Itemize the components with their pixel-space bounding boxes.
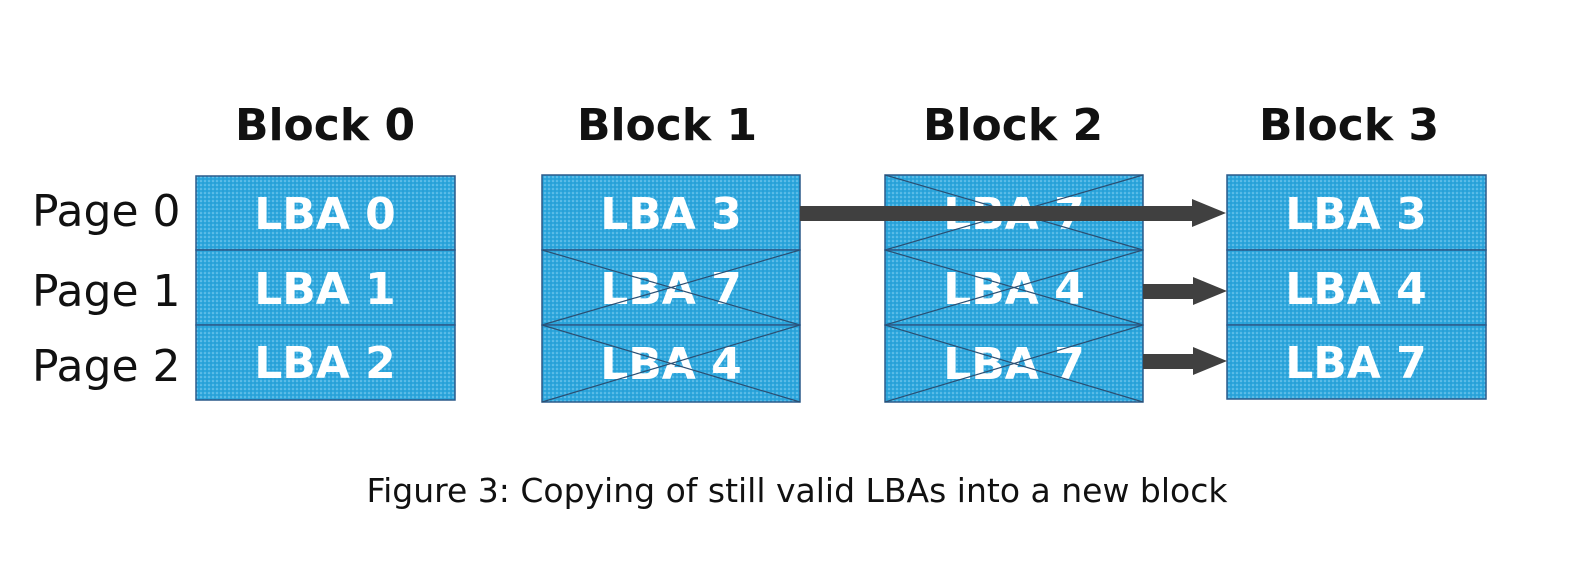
block-title-2: Block 2 (923, 100, 1103, 151)
block-3-page-1-label: LBA 4 (1285, 264, 1427, 315)
block-3-page-2-cell: LBA 7 (1226, 324, 1487, 400)
block-1-page-1-cell-invalid: LBA 7 (541, 249, 801, 326)
block-2-page-1-label: LBA 4 (943, 264, 1085, 315)
block-1-page-0-cell: LBA 3 (541, 174, 801, 251)
block-0-page-0-cell: LBA 0 (195, 175, 456, 251)
block-0-page-2-cell: LBA 2 (195, 324, 456, 401)
block-title-3: Block 3 (1259, 100, 1439, 151)
block-1-page-1-cross-b (541, 249, 801, 326)
block-1: LBA 3 LBA 7 LBA 4 (541, 174, 801, 403)
copy-arrow-lba7 (1143, 347, 1227, 375)
block-3-page-2-label: LBA 7 (1285, 338, 1427, 389)
page-label-2: Page 2 (32, 341, 181, 392)
copy-arrow-lba3 (800, 199, 1226, 227)
block-2-page-2-cell-invalid: LBA 7 (884, 324, 1144, 403)
block-2-page-2-cross-b (884, 324, 1144, 403)
block-2-page-2-label: LBA 7 (943, 339, 1085, 390)
copy-arrows (800, 199, 1227, 375)
block-title-1: Block 1 (577, 100, 757, 151)
block-3: LBA 3 LBA 4 LBA 7 (1226, 174, 1487, 400)
block-0-page-1-cell: LBA 1 (195, 249, 456, 326)
block-1-page-2-cross-b (541, 324, 801, 403)
block-2-page-1-cell-invalid: LBA 4 (884, 249, 1144, 326)
block-title-0: Block 0 (235, 100, 415, 151)
block-0: LBA 0 LBA 1 LBA 2 (195, 175, 456, 401)
block-0-page-1-label: LBA 1 (254, 264, 396, 315)
block-0-page-0-label: LBA 0 (254, 189, 396, 240)
block-1-page-2-label: LBA 4 (600, 339, 742, 390)
block-3-page-0-label: LBA 3 (1285, 189, 1427, 240)
block-titles: Block 0 Block 1 Block 2 Block 3 (235, 100, 1439, 151)
block-1-page-0-label: LBA 3 (600, 189, 742, 240)
block-3-page-1-cell: LBA 4 (1226, 249, 1487, 326)
block-0-page-2-label: LBA 2 (254, 338, 396, 389)
page-label-0: Page 0 (32, 186, 181, 237)
page-labels: Page 0 Page 1 Page 2 (32, 186, 181, 392)
figure-caption: Figure 3: Copying of still valid LBAs in… (367, 471, 1229, 510)
block-1-page-2-cell-invalid: LBA 4 (541, 324, 801, 403)
block-3-page-0-cell: LBA 3 (1226, 174, 1487, 251)
block-1-page-1-label: LBA 7 (600, 264, 742, 315)
copy-arrow-lba4 (1143, 277, 1227, 305)
page-label-1: Page 1 (32, 266, 181, 317)
block-2-page-1-cross-b (884, 249, 1144, 326)
